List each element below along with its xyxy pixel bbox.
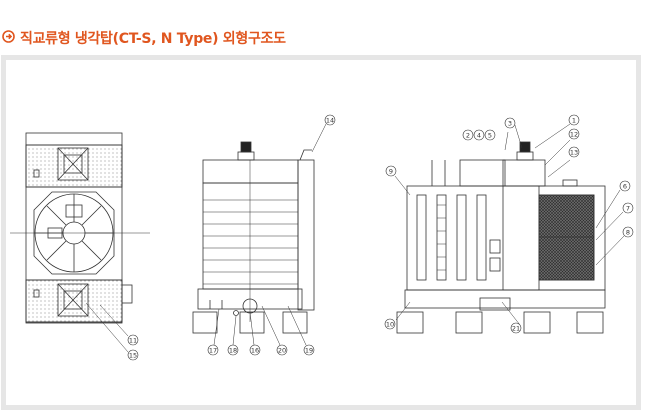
callout-16: 16 [249,344,261,356]
svg-text:8: 8 [626,229,630,237]
callout-4: 4 [473,129,485,141]
callout-2: 2 [462,129,474,141]
side-view [394,121,625,334]
svg-text:10: 10 [386,321,394,329]
callout-11: 11 [127,334,139,346]
callout-15: 15 [127,349,139,361]
callout-3: 3 [504,117,516,129]
svg-text:5: 5 [488,132,492,140]
svg-text:7: 7 [626,205,630,213]
callout-7: 7 [622,202,634,214]
svg-text:18: 18 [229,347,237,355]
front-view [192,123,327,346]
callout-9: 9 [385,165,397,177]
callout-13: 13 [568,146,580,158]
callout-10: 10 [384,318,396,330]
plan-view [10,132,150,353]
callout-14: 14 [324,114,336,126]
svg-text:15: 15 [129,352,137,360]
svg-text:3: 3 [508,120,512,128]
svg-text:17: 17 [209,347,217,355]
callout-21: 21 [510,322,522,334]
svg-text:4: 4 [477,132,481,140]
svg-text:14: 14 [326,117,334,125]
svg-text:20: 20 [278,347,286,355]
svg-text:2: 2 [466,132,470,140]
svg-text:19: 19 [305,347,313,355]
page-title: 직교류형 냉각탑(CT-S, N Type) 외형구조도 [20,31,286,47]
circle-arrow-right-icon [2,30,15,43]
callout-8: 8 [622,226,634,238]
callout-17: 17 [207,344,219,356]
callout-20: 20 [276,344,288,356]
svg-text:1: 1 [572,117,576,125]
svg-text:9: 9 [389,168,393,176]
svg-text:6: 6 [623,183,627,191]
svg-text:16: 16 [251,347,259,355]
cooling-tower-diagram: 11 15 14 17 18 16 20 19 1 2 4 5 3 12 13 … [10,114,634,361]
svg-text:21: 21 [512,325,520,333]
section-header: 직교류형 냉각탑(CT-S, N Type) 외형구조도 [0,26,650,50]
callout-5: 5 [484,129,496,141]
callout-labels: 11 15 14 17 18 16 20 19 1 2 4 5 3 12 13 … [127,114,634,361]
svg-text:11: 11 [129,337,137,345]
callout-12: 12 [568,128,580,140]
callout-19: 19 [303,344,315,356]
callout-18: 18 [227,344,239,356]
callout-1: 1 [568,114,580,126]
diagram-panel: 11 15 14 17 18 16 20 19 1 2 4 5 3 12 13 … [1,55,641,410]
svg-text:12: 12 [570,131,578,139]
callout-6: 6 [619,180,631,192]
svg-text:13: 13 [570,149,578,157]
